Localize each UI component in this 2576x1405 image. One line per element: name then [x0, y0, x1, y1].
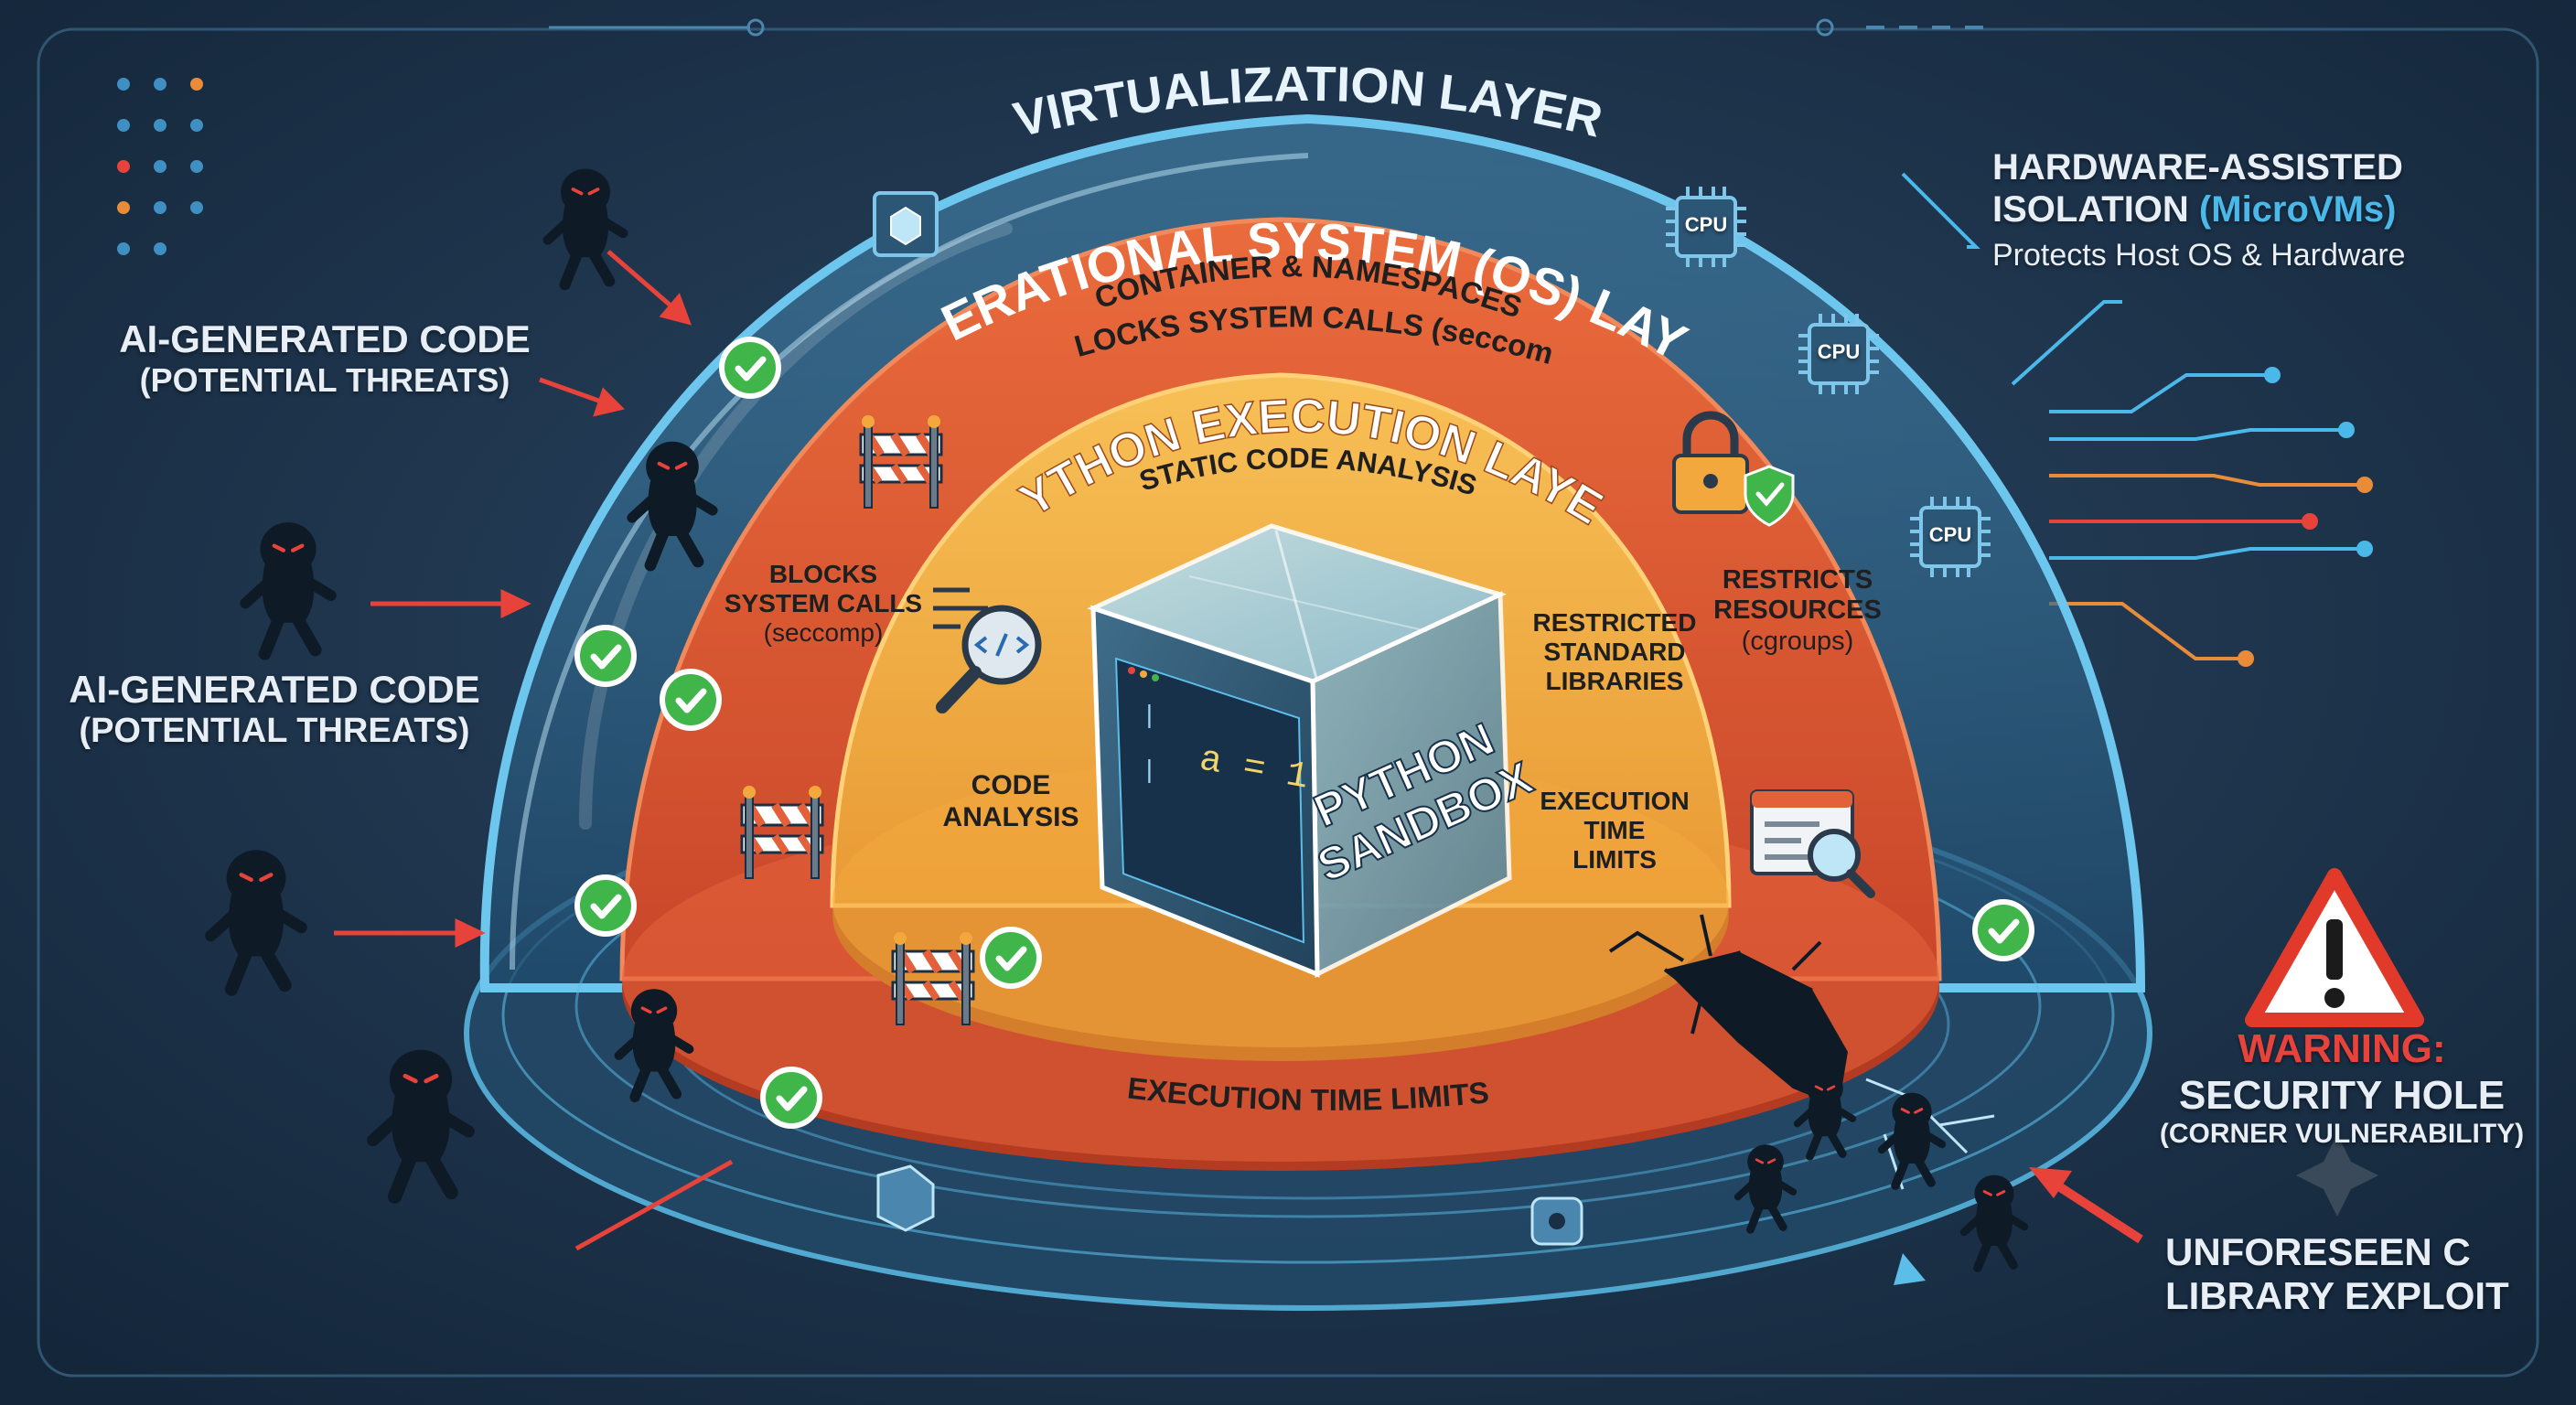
- floor-icons: [876, 1164, 1583, 1246]
- threat-label-2: AI-GENERATED CODE (POTENTIAL THREATS): [69, 668, 480, 751]
- exploit-arrow: [2029, 1167, 2143, 1244]
- exploit-label: UNFORESEEN C LIBRARY EXPLOIT: [2165, 1230, 2509, 1318]
- hardware-isolation-label: HARDWARE-ASSISTED ISOLATION (MicroVMs) P…: [1992, 147, 2406, 273]
- cpu-label-1: CPU: [1684, 213, 1728, 236]
- circuit-traces: [1901, 172, 2373, 667]
- cpu-label-3: CPU: [1928, 523, 1972, 546]
- code-cursor-2: |: [1142, 757, 1157, 786]
- vm-chip-icon: [873, 191, 939, 257]
- lock-shield-icon: [1672, 411, 1795, 527]
- security-hole-crack: [1608, 914, 1995, 1285]
- warning-icon: [2245, 868, 2424, 1027]
- threat-arrows: [334, 250, 734, 1251]
- threat-label-1: AI-GENERATED CODE (POTENTIAL THREATS): [119, 317, 531, 400]
- python-sandbox-cube: | | a = 1 PYTHON SANDBOX: [1087, 523, 1540, 979]
- cpu-label-2: CPU: [1817, 340, 1861, 363]
- browser-search-icon: [1750, 789, 1875, 898]
- os-resources-label: RESTRICTS RESOURCES (cgroups): [1713, 565, 1882, 656]
- python-libraries-label: RESTRICTED STANDARD LIBRARIES: [1532, 608, 1697, 696]
- code-magnifier-icon: [933, 587, 1042, 713]
- warning-label: WARNING: SECURITY HOLE (CORNER VULNERABI…: [2159, 1026, 2525, 1150]
- os-blocks-label: BLOCKS SYSTEM CALLS (seccomp): [724, 560, 923, 648]
- python-code-analysis-label: CODE ANALYSIS: [942, 770, 1079, 832]
- dots-decoration: [117, 78, 203, 255]
- code-cursor-1: |: [1142, 702, 1157, 731]
- python-time-label: EXECUTION TIME LIMITS: [1540, 787, 1690, 874]
